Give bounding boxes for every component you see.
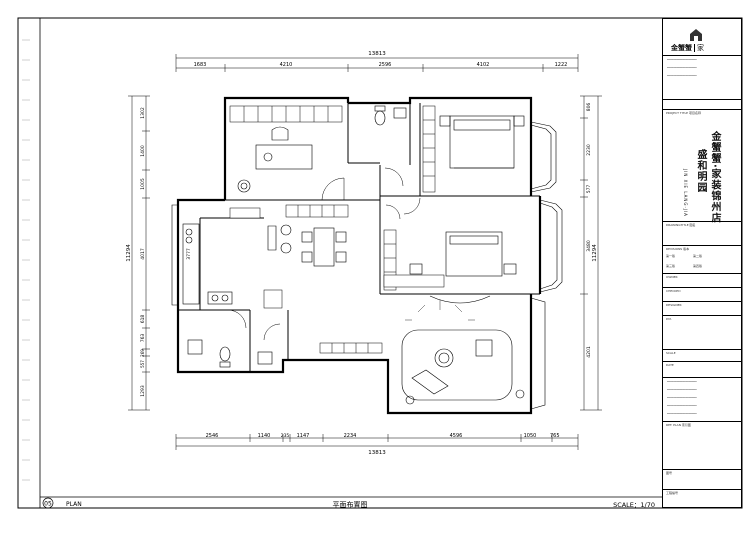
left-total-dimension: 11294 xyxy=(126,244,132,262)
bed-top-right xyxy=(439,115,525,169)
cabinets xyxy=(229,105,445,354)
project-name: 金蟹蟹·家装锦州店 xyxy=(709,131,720,224)
sheet-no-label: 工程编号 xyxy=(666,491,679,495)
owner-label: OWNER xyxy=(666,275,678,279)
bottom-dim-7: 1050 xyxy=(524,433,537,439)
right-dim-5: 4201 xyxy=(586,346,592,358)
rev-1: 第一版 xyxy=(666,254,676,258)
scale-label: SCALE xyxy=(666,351,676,355)
checked-label: CHECKED xyxy=(666,289,681,293)
left-dim-2: 1400 xyxy=(140,145,146,157)
revisions-label: REVISIONS 版本 xyxy=(666,247,690,251)
bottom-dim-5: 2234 xyxy=(344,433,357,439)
top-dim-3: 2596 xyxy=(379,62,392,68)
rev-3: 第三版 xyxy=(666,264,676,268)
right-dimension-lines xyxy=(580,95,602,411)
exterior-walls xyxy=(176,96,542,415)
bay-windows xyxy=(171,121,563,410)
light-rays xyxy=(405,300,475,321)
top-dimension-lines xyxy=(175,54,579,72)
top-dim-5: 1222 xyxy=(555,62,568,68)
bed-middle xyxy=(409,231,517,304)
designer-label: DESIGNER xyxy=(666,303,682,307)
right-total-dimension: 11294 xyxy=(592,244,598,262)
top-dim-1: 1683 xyxy=(194,62,207,68)
bath-fixtures xyxy=(187,105,407,368)
sheet-scale: SCALE：1/70 xyxy=(613,501,655,509)
ref-plan-label: REF. PLAN 索引图 xyxy=(666,423,691,427)
bottom-dim-6: 4596 xyxy=(450,433,463,439)
left-dim-9: 557 xyxy=(140,360,145,368)
left-dim-6: 618 xyxy=(140,315,146,324)
outer-frame xyxy=(17,17,743,509)
project-name-2: 盛和明园 xyxy=(695,149,706,193)
right-dim-2: 2230 xyxy=(586,144,592,156)
rev-2: 第二版 xyxy=(693,254,703,258)
bottom-dim-2: 1140 xyxy=(258,433,271,439)
title-block: 金蟹蟹家 ━━━━━━━━━━━━━━━━━━━ ━━━━━━━━━━━━━━━… xyxy=(662,18,742,508)
doors xyxy=(227,167,421,341)
bottom-total-dimension: 13813 xyxy=(368,450,386,456)
drawing-title-label: DRAWINGTITLE 图名 xyxy=(666,223,696,227)
sheet-label: PLAN xyxy=(66,501,82,508)
left-dim-1: 1302 xyxy=(140,107,146,119)
left-dim-4: 4017 xyxy=(140,248,146,260)
sheet-number: 05 xyxy=(44,501,52,508)
pm-label: P.M. xyxy=(666,317,672,321)
bottom-dimension-lines xyxy=(175,434,579,450)
rev-4: 第四版 xyxy=(693,264,703,268)
right-dim-4: 3480 xyxy=(586,240,592,252)
sheet-number-circle xyxy=(42,497,54,509)
date-label: DATE xyxy=(666,363,674,367)
bottom-dim-8: 765 xyxy=(550,433,560,439)
left-dim-8: 269 xyxy=(140,349,145,357)
left-dimension-lines xyxy=(128,95,150,411)
logo-icon xyxy=(689,27,703,41)
dining-table xyxy=(267,224,347,267)
sheet-title: 平面布置图 xyxy=(333,500,368,509)
logo-text: 金蟹蟹家 xyxy=(671,44,704,52)
bottom-dim-3: 235 xyxy=(281,433,290,439)
bottom-dim-1: 2546 xyxy=(206,433,219,439)
binding-marks xyxy=(22,39,30,481)
top-total-dimension: 13813 xyxy=(368,51,386,57)
study-furniture xyxy=(237,126,313,193)
top-dim-2: 4210 xyxy=(280,62,293,68)
left-dim-10: 1293 xyxy=(140,385,146,397)
left-dim-3: 1005 xyxy=(140,178,146,190)
project-en: JIN XIE LANG·JIA xyxy=(683,169,688,217)
right-dim-3: 577 xyxy=(586,185,592,194)
left-dim-5: 3777 xyxy=(186,248,192,260)
kitchen-counter xyxy=(182,223,233,305)
project-title-label: PROJECT TITLE 项目名称 xyxy=(666,111,701,115)
top-dim-4: 4102 xyxy=(477,62,490,68)
left-dim-7: 763 xyxy=(140,334,146,343)
drawing-no-label: 图号 xyxy=(666,471,673,475)
bottom-dim-4: 1147 xyxy=(297,433,310,439)
interior-walls xyxy=(178,103,540,372)
living-room xyxy=(401,329,525,405)
right-dim-1: 806 xyxy=(586,103,592,112)
